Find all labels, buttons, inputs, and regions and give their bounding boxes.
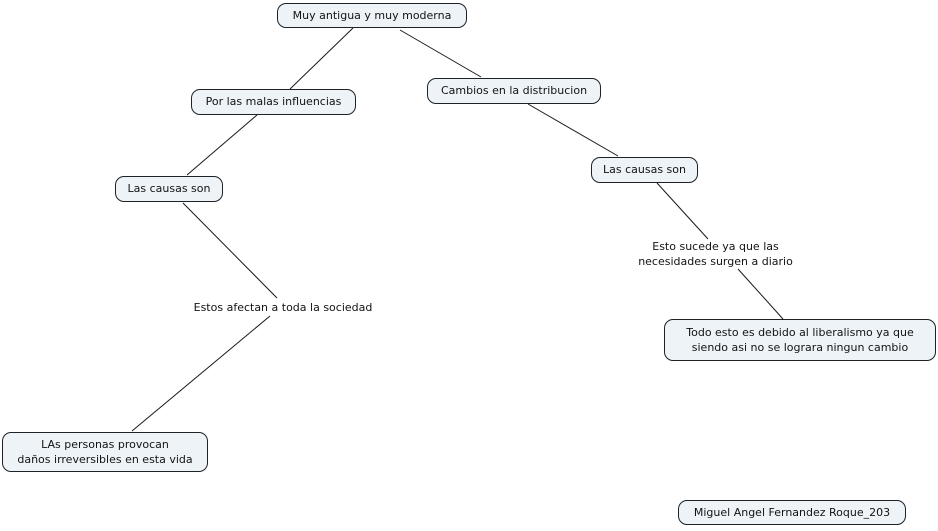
node-left-causes[interactable]: Las causas son [115,176,223,202]
node-right-result[interactable]: Todo esto es debido al liberalismo ya qu… [664,319,936,361]
node-right-branch[interactable]: Cambios en la distribucion [427,78,601,104]
edge-left-label-to-result [131,315,271,432]
edge-root-to-left-branch [289,27,354,90]
link-label-right[interactable]: Esto sucede ya que las necesidades surge… [638,240,793,269]
node-root[interactable]: Muy antigua y muy moderna [277,3,467,28]
edge-right-label-to-result [737,268,784,320]
node-left-result[interactable]: LAs personas provocan daños irreversible… [2,432,208,472]
edge-root-to-right-branch [399,29,482,78]
edge-right-causes-to-label [656,182,709,240]
edge-left-causes-to-label [182,202,278,299]
link-label-left[interactable]: Estos afectan a toda la sociedad [193,301,373,314]
edge-left-branch-to-causes [186,114,258,176]
author-box[interactable]: Miguel Angel Fernandez Roque_203 [678,500,906,525]
node-left-branch[interactable]: Por las malas influencias [191,89,356,115]
node-right-causes[interactable]: Las causas son [591,157,698,183]
edge-right-branch-to-causes [527,103,619,157]
